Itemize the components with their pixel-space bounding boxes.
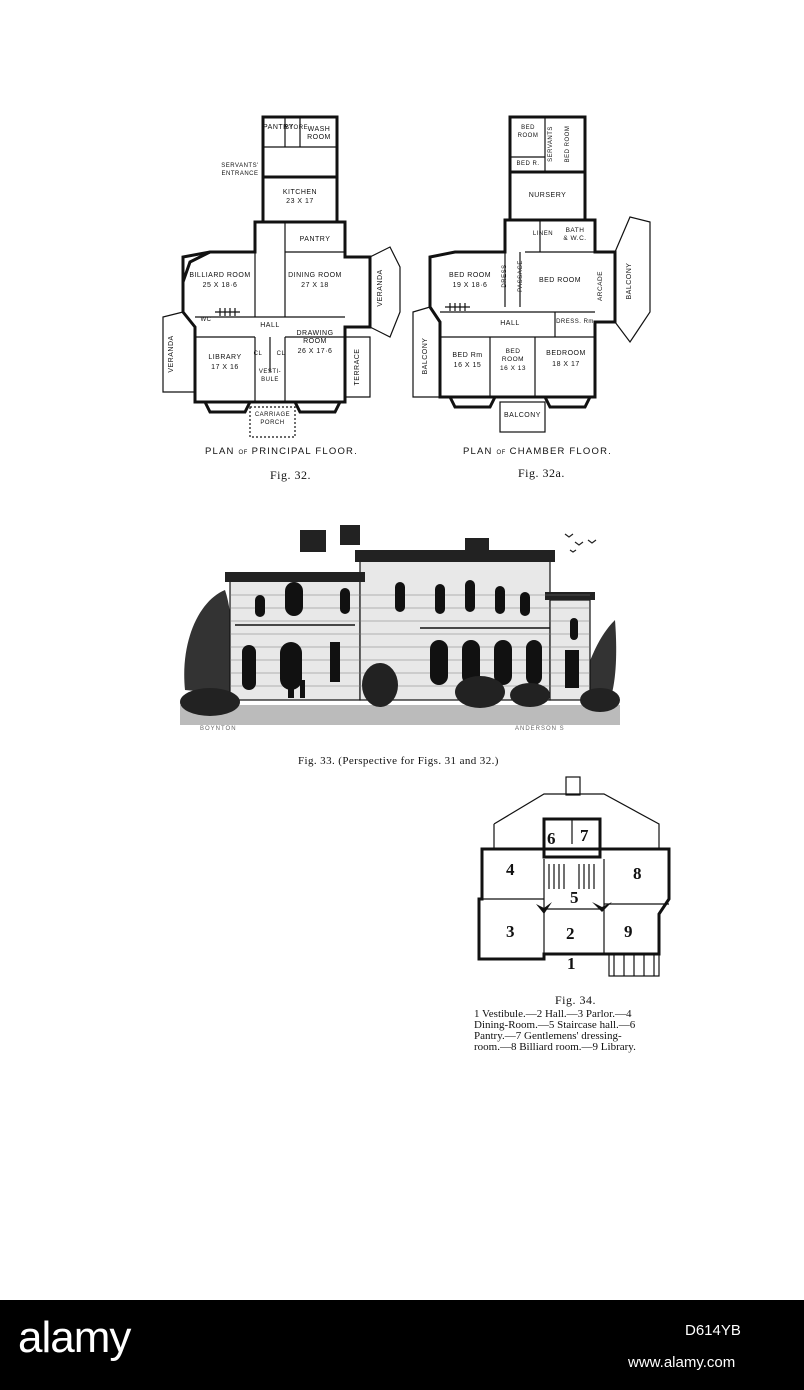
servants-bed-room-label: BED ROOM (565, 125, 571, 163)
room-number-8: 8 (633, 864, 642, 883)
bed-r-label: BED R. (516, 161, 540, 167)
chamber-floor-drawing (412, 115, 651, 433)
arcade-label: ARCADE (597, 270, 604, 302)
bed-rm-label: BED Rm (452, 352, 483, 359)
bed-room-small-label-2: ROOM (517, 133, 539, 139)
bed-room-small-label-1: BED (521, 125, 535, 131)
title-of-word: OF (238, 450, 248, 456)
engraver-signature-left: BOYNTON (200, 726, 237, 732)
carriage-porch-label-1: CARRIAGE (254, 412, 291, 418)
fig-32a-label: Fig. 32a. (518, 466, 565, 480)
wc-label: WC (200, 317, 212, 323)
alamy-url: www.alamy.com (628, 1354, 736, 1371)
drawing-room-size: 26 X 17·6 (297, 348, 333, 355)
chamber-hall-label: HALL (500, 320, 520, 327)
kitchen-size: 23 X 17 (286, 198, 314, 205)
chamber-title-of-word: OF (496, 450, 506, 456)
perspective-engraving: BOYNTON ANDERSON S (180, 520, 620, 740)
dining-room-size: 27 X 18 (301, 282, 329, 289)
billiard-room-label: BILLIARD ROOM (189, 272, 251, 279)
watermark-bar (0, 1300, 804, 1390)
bed-room-mid-label: BED ROOM (538, 277, 582, 284)
kitchen-label: KITCHEN (282, 189, 318, 196)
legend-line-4: room.—8 Billiard room.—9 Library. (474, 1041, 636, 1053)
hall-label: HALL (260, 322, 280, 329)
principal-floor-title: PLAN OF PRINCIPAL FLOOR. (205, 446, 358, 457)
room-number-2: 2 (566, 924, 575, 943)
bed-room-left-size: 19 X 18·6 (452, 282, 488, 289)
legend-line-1: 1 Vestibule.—2 Hall.—3 Parlor.—4 (474, 1008, 632, 1020)
room-number-1: 1 (567, 954, 576, 973)
engraver-signature-right: ANDERSON S (515, 726, 565, 732)
principal-floor-drawing (162, 115, 401, 438)
chamber-floor-plan: BED ROOM SERVANTS BED ROOM BED R. NURSER… (405, 112, 655, 442)
bed-room-small-mid-1: BED (505, 348, 521, 355)
fig-34-plan: 1 2 3 4 5 6 7 8 9 (474, 774, 684, 984)
closet-label-1: CL (253, 351, 263, 357)
library-size: 17 X 16 (211, 364, 239, 371)
nursery-label: NURSERY (528, 192, 567, 199)
legend-line-3: Pantry.—7 Gentlemens' dressing- (474, 1030, 622, 1042)
room-number-3: 3 (506, 922, 515, 941)
image-id: D614YB (685, 1322, 741, 1339)
billiard-room-size: 25 X 18·6 (202, 282, 238, 289)
bed-room-left-label: BED ROOM (448, 272, 492, 279)
balcony-bottom-label: BALCONY (504, 412, 541, 419)
closet-label-2: CL (276, 351, 286, 357)
pantry-label: PANTRY (299, 236, 331, 243)
balcony-left-label: BALCONY (422, 337, 429, 375)
bath-label-2: & W.C. (563, 235, 587, 242)
vestibule-label-1: VESTI- (258, 369, 282, 375)
room-number-5: 5 (570, 888, 579, 907)
balcony-right-label: BALCONY (626, 262, 633, 300)
passage-label: PASSAGE (518, 260, 524, 292)
room-number-9: 9 (624, 922, 633, 941)
fig-34-label: Fig. 34. (555, 993, 597, 1007)
room-number-4: 4 (506, 860, 515, 879)
bedroom-right-size: 18 X 17 (552, 361, 580, 368)
alamy-logo: alamy (18, 1313, 131, 1362)
chamber-title-rest: CHAMBER FLOOR. (509, 446, 612, 457)
servants-entrance-label-2: ENTRANCE (221, 171, 259, 177)
servants-entrance-label-1: SERVANTS' (221, 163, 259, 169)
fig-34-legend: 1 Vestibule.—2 Hall.—3 Parlor.—4 Dining-… (474, 1009, 684, 1053)
servants-label: SERVANTS (548, 126, 554, 162)
store-label: STORE (285, 125, 309, 131)
vestibule-label-2: BULE (261, 377, 279, 383)
fig-32-label: Fig. 32. (270, 468, 312, 482)
pantry-top-label: PANTRY (263, 124, 294, 131)
chamber-floor-title: PLAN OF CHAMBER FLOOR. (463, 446, 612, 457)
bed-room-small-mid-size: 16 X 13 (500, 365, 526, 372)
bed-rm-size: 16 X 15 (453, 362, 482, 369)
dress-label: DRESS (502, 264, 508, 288)
house-perspective-drawing (180, 525, 620, 725)
room-number-7: 7 (580, 826, 589, 845)
dining-room-label: DINING ROOM (288, 272, 342, 279)
terrace-label: TERRACE (354, 348, 361, 386)
linen-label: LINEN (532, 231, 554, 237)
veranda-left-label: VERANDA (168, 335, 175, 373)
room-number-6: 6 (547, 829, 556, 848)
dress-rm-label: DRESS. Rm (556, 319, 594, 325)
fig-33-caption: Fig. 33. (Perspective for Figs. 31 and 3… (298, 755, 499, 767)
drawing-room-label: ROOM (303, 338, 327, 345)
bed-room-small-mid-2: ROOM (501, 356, 525, 363)
carriage-porch-label-2: PORCH (260, 420, 285, 426)
legend-line-2: Dining-Room.—5 Staircase hall.—6 (474, 1019, 636, 1031)
fig-34-drawing (477, 776, 671, 977)
principal-floor-plan: PANTRY STORE WASH ROOM SERVANTS' ENTRANC… (155, 112, 405, 452)
wash-room-label: WASH ROOM (307, 126, 331, 141)
bedroom-right-label: BEDROOM (546, 350, 586, 357)
chamber-title-plan-word: PLAN (463, 446, 493, 457)
drawing-label: DRAWING (296, 330, 334, 337)
title-rest: PRINCIPAL FLOOR. (251, 446, 358, 457)
veranda-right-label: VERANDA (377, 269, 384, 307)
title-plan-word: PLAN (205, 446, 235, 457)
bath-label-1: BATH (565, 227, 585, 234)
library-label: LIBRARY (208, 354, 242, 361)
